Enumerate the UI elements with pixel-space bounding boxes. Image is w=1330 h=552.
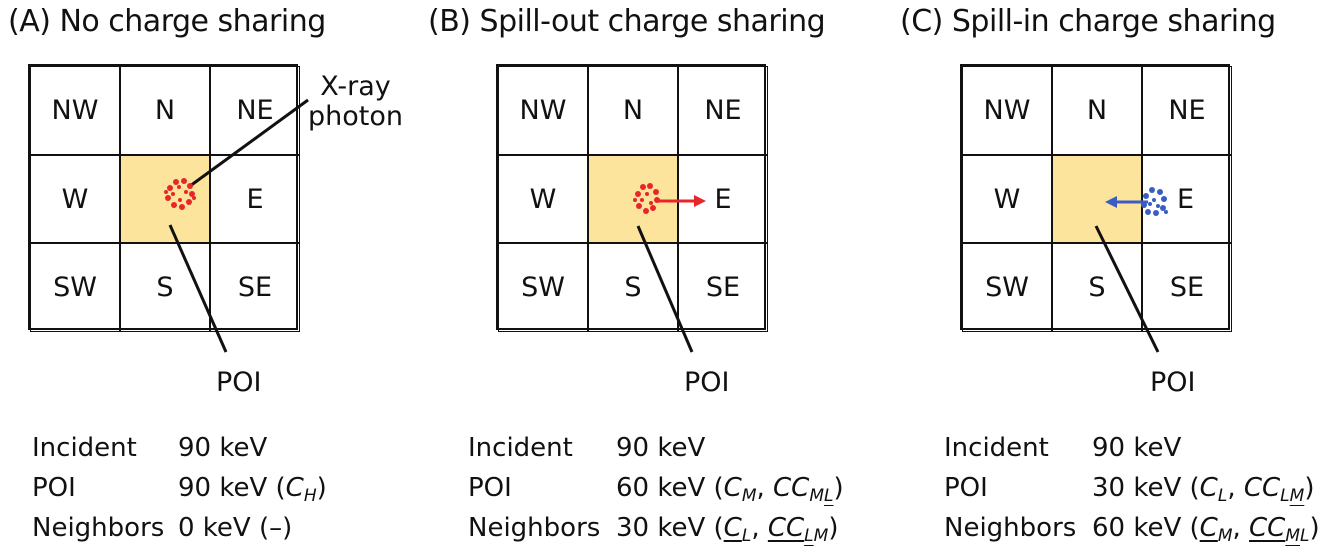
cell-s: S — [120, 243, 210, 333]
row-label: Neighbors — [32, 513, 165, 543]
cell-s: S — [588, 243, 678, 333]
row-value: 60 keV (CM, CCML) — [616, 473, 844, 506]
panel-a-annotations — [164, 98, 309, 353]
xray-pointer-line — [189, 98, 309, 188]
panel-c-annotations — [1094, 187, 1168, 353]
panel-b-title: (B) Spill-out charge sharing — [428, 4, 826, 39]
row-value: 0 keV (–) — [178, 513, 293, 543]
cell-sw: SW — [962, 243, 1052, 333]
spill-out-arrowhead — [694, 195, 706, 207]
cell-se: SE — [1142, 243, 1232, 333]
cell-poi — [588, 154, 678, 244]
cell-nw: NW — [30, 66, 120, 155]
xray-photon-label: X-ray photon — [308, 71, 403, 132]
charge-cloud-red — [633, 183, 660, 214]
row-value: 30 keV (CL, CCLM) — [616, 513, 839, 546]
table-row: POI 90 keV (CH) — [32, 468, 327, 508]
panel-c-title: (C) Spill-in charge sharing — [900, 4, 1276, 39]
table-row: Incident 90 keV — [468, 428, 844, 468]
cell-nw: NW — [498, 66, 588, 155]
pixel-grid-c: NW N NE W E SW S SE — [960, 64, 1232, 333]
poi-label: POI — [1150, 367, 1196, 398]
row-value: 60 keV (CM, CCML) — [1092, 513, 1320, 546]
poi-pointer-line — [636, 225, 694, 353]
cell-e: E — [678, 154, 768, 244]
panel-a-title: (A) No charge sharing — [8, 4, 326, 39]
cell-se: SE — [678, 243, 768, 333]
row-value: 90 keV — [1092, 433, 1182, 463]
panel-b-annotations — [633, 183, 706, 353]
poi-pointer-line — [168, 224, 228, 353]
cell-w: W — [962, 154, 1052, 244]
cell-w: W — [498, 154, 588, 244]
charge-cloud-blue — [1141, 187, 1168, 216]
poi-pointer-line — [1094, 225, 1160, 353]
row-label: POI — [944, 473, 988, 503]
cell-n: N — [120, 66, 210, 155]
cell-se: SE — [210, 243, 300, 333]
poi-label: POI — [684, 367, 730, 398]
cell-ne: NE — [678, 66, 768, 155]
cell-sw: SW — [30, 243, 120, 333]
cell-w: W — [30, 154, 120, 244]
row-label: Neighbors — [944, 513, 1077, 543]
cell-n: N — [1052, 66, 1142, 155]
cell-nw: NW — [962, 66, 1052, 155]
row-label: POI — [468, 473, 512, 503]
energy-table-b: Incident 90 keV POI 60 keV (CM, CCML) Ne… — [468, 428, 844, 548]
table-row: Incident 90 keV — [32, 428, 327, 468]
pixel-grid-b: NW N NE W E SW S SE — [496, 64, 768, 333]
energy-table-a: Incident 90 keV POI 90 keV (CH) Neighbor… — [32, 428, 327, 548]
table-row: POI 30 keV (CL, CCLM) — [944, 468, 1320, 508]
charge-cloud-red — [164, 178, 196, 210]
cell-e: E — [210, 154, 300, 244]
panel-b: (B) Spill-out charge sharing NW N NE W E… — [428, 0, 868, 552]
row-value: 90 keV (CH) — [178, 473, 327, 506]
row-value: 30 keV (CL, CCLM) — [1092, 473, 1315, 506]
row-label: Incident — [944, 433, 1049, 463]
row-label: Incident — [468, 433, 573, 463]
energy-table-c: Incident 90 keV POI 30 keV (CL, CCLM) Ne… — [944, 428, 1320, 548]
table-row: Neighbors 60 keV (CM, CCML) — [944, 508, 1320, 548]
cell-ne: NE — [210, 66, 300, 155]
cell-e: E — [1142, 154, 1232, 244]
row-label: Incident — [32, 433, 137, 463]
table-row: Neighbors 0 keV (–) — [32, 508, 327, 548]
row-value: 90 keV — [616, 433, 706, 463]
cell-s: S — [1052, 243, 1142, 333]
panel-c: (C) Spill-in charge sharing NW N NE W E … — [900, 0, 1330, 552]
spill-in-arrowhead — [1105, 196, 1117, 208]
cell-n: N — [588, 66, 678, 155]
cell-ne: NE — [1142, 66, 1232, 155]
row-value: 90 keV — [178, 433, 268, 463]
row-label: Neighbors — [468, 513, 601, 543]
row-label: POI — [32, 473, 76, 503]
table-row: Neighbors 30 keV (CL, CCLM) — [468, 508, 844, 548]
cell-sw: SW — [498, 243, 588, 333]
table-row: POI 60 keV (CM, CCML) — [468, 468, 844, 508]
table-row: Incident 90 keV — [944, 428, 1320, 468]
poi-label: POI — [216, 367, 262, 398]
panel-a: (A) No charge sharing NW N NE W E SW S S… — [8, 0, 438, 552]
